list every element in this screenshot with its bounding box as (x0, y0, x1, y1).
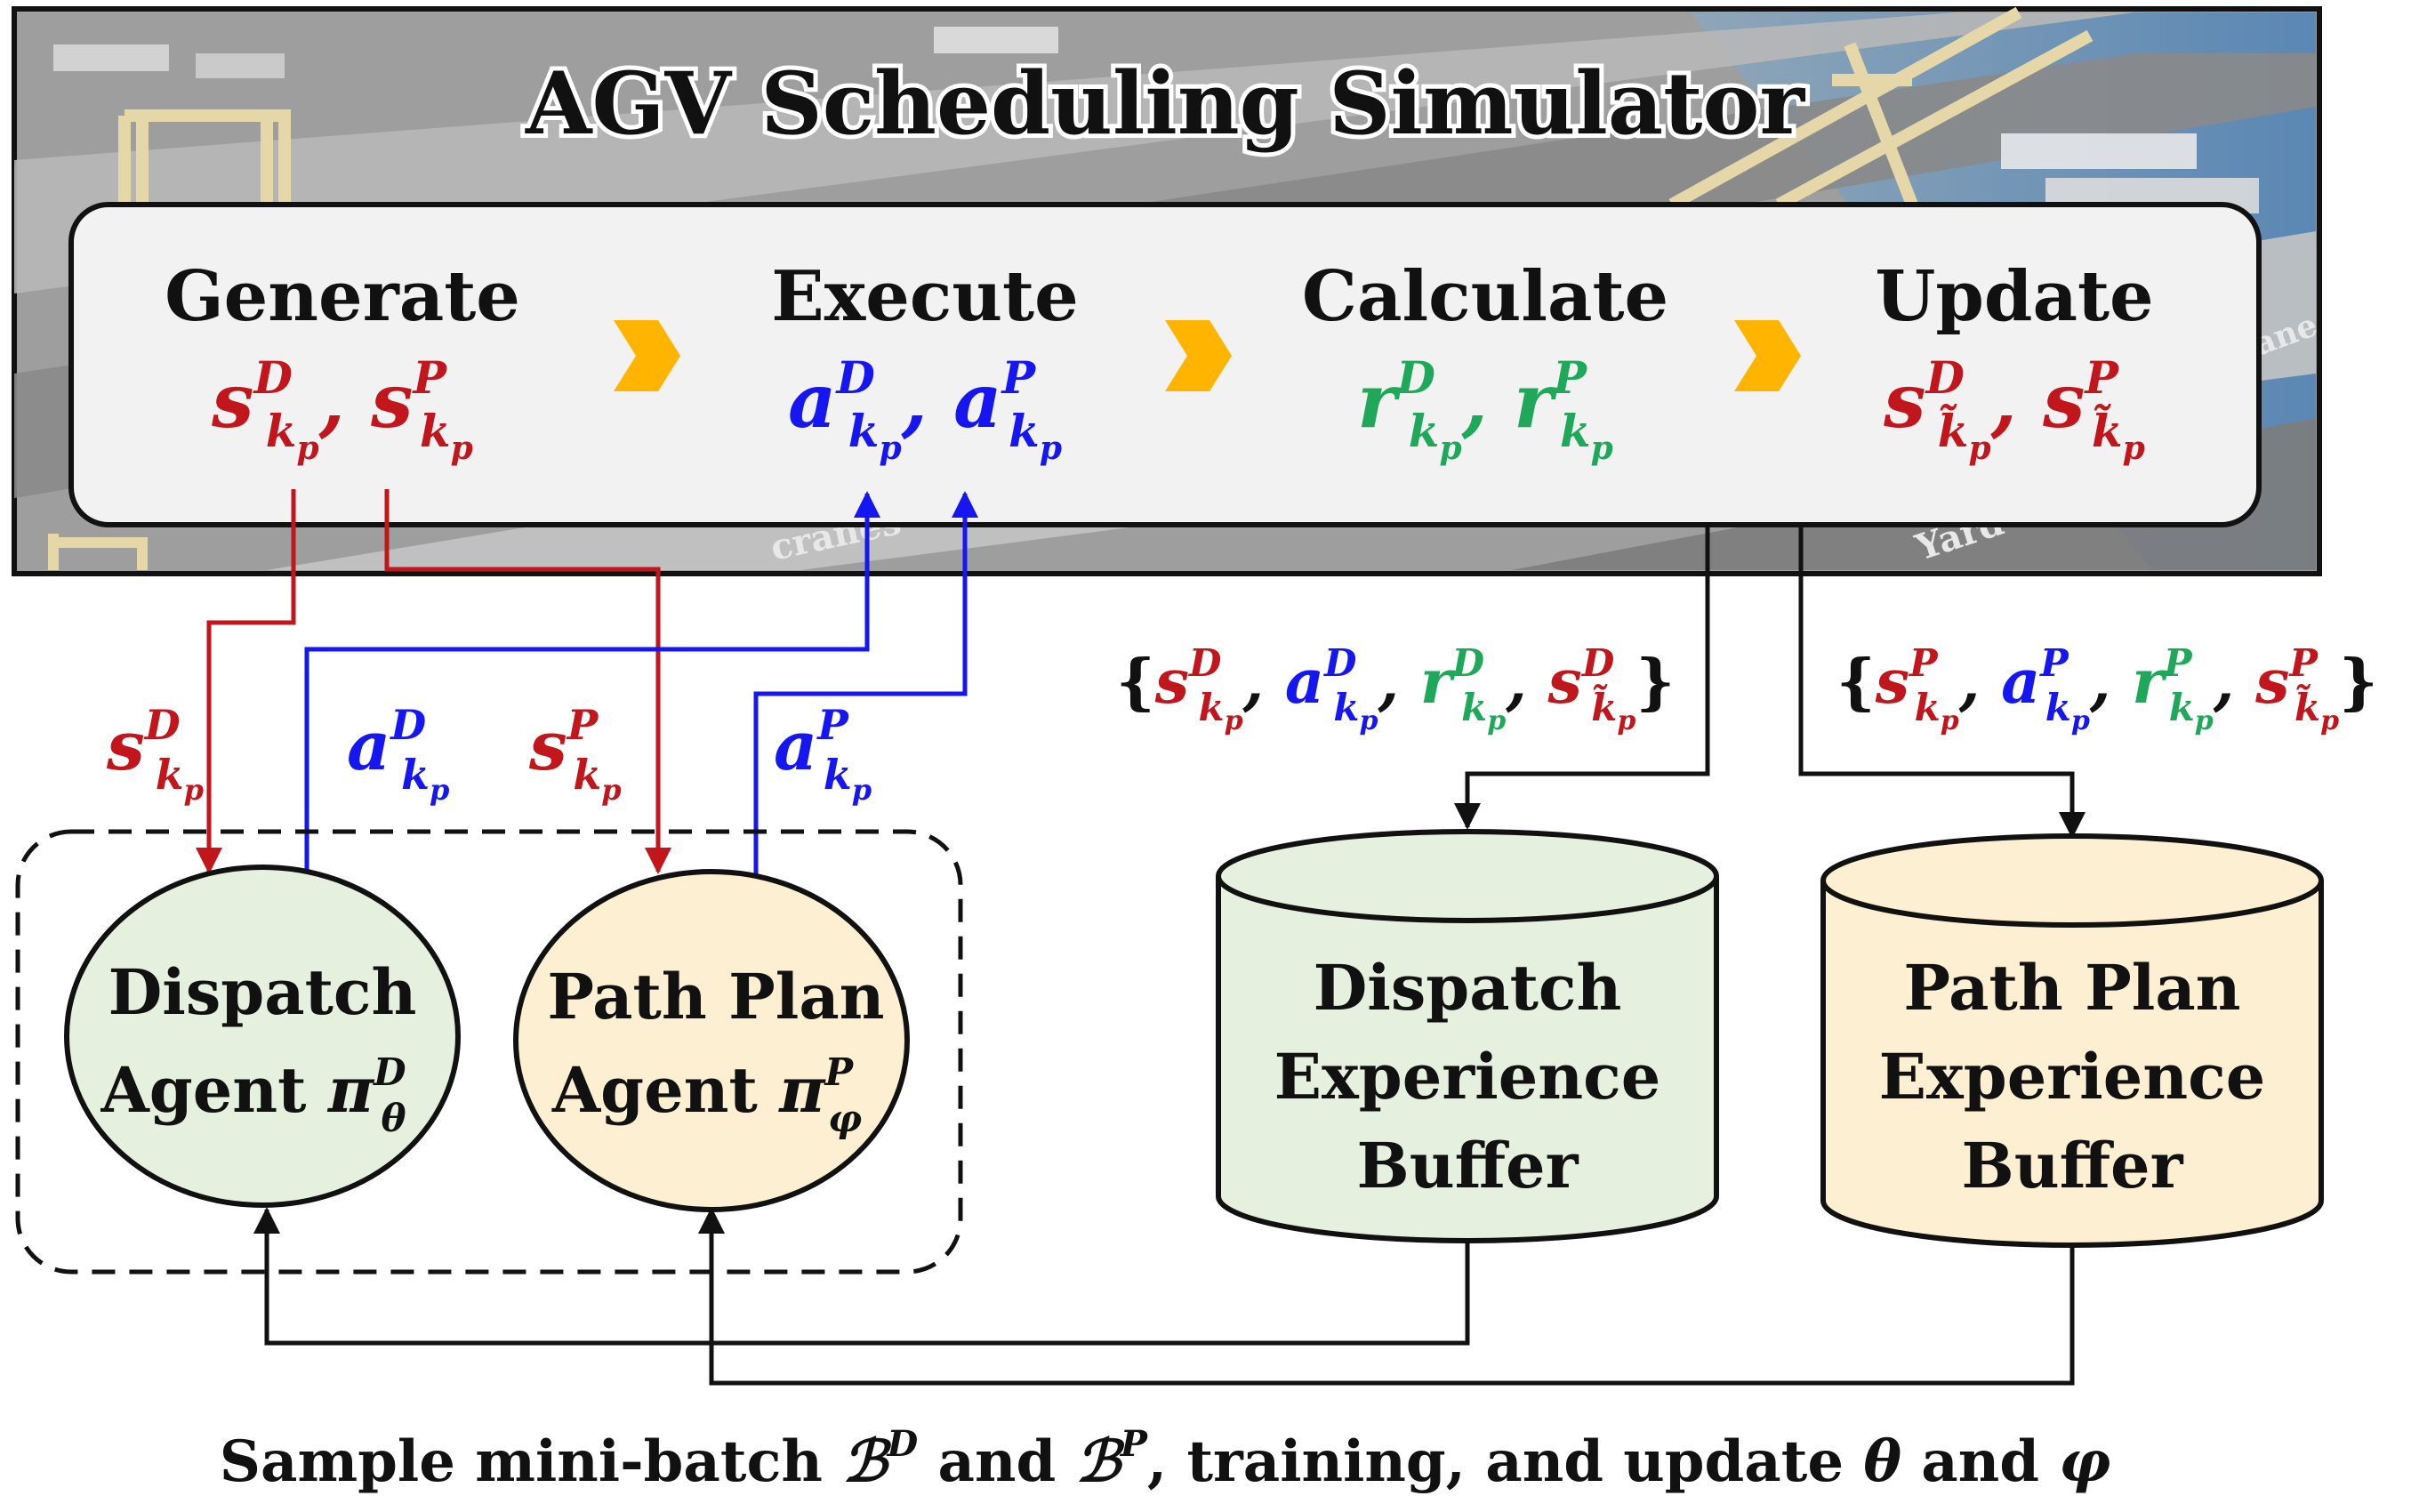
dispatch-buffer-line2: Experience (1274, 1040, 1661, 1114)
simulator-panel: cranes Yard ane AGV Scheduling Simulator (12, 6, 2322, 576)
arrow-to-pathplan-buffer (1798, 525, 2086, 839)
crane-bottom-left (48, 534, 148, 570)
dispatch-agent-line1: Dispatch (108, 955, 417, 1029)
arrow-to-dispatch-buffer (1454, 525, 1710, 830)
agents-group-box (15, 829, 963, 1275)
step-label: Update (1875, 256, 2153, 337)
simulator-title: AGV Scheduling Simulator (525, 53, 1805, 154)
step-arrow-icon (1734, 320, 1801, 391)
pathplan-agent-line1: Path Plan (547, 960, 884, 1033)
pathplan-buffer: Path Plan Experience Buffer (1820, 833, 2324, 1248)
arrow-action-pathplan (753, 491, 978, 885)
dispatch-buffer-line3: Buffer (1357, 1129, 1579, 1202)
step-arrow-icon (1165, 320, 1232, 391)
arrow-pathplan-feedback (698, 1207, 2075, 1386)
process-box (68, 202, 2262, 527)
step-label: Generate (165, 256, 520, 337)
pathplan-buffer-line1: Path Plan (1903, 951, 2240, 1025)
pathplan-buffer-line3: Buffer (1962, 1129, 2184, 1202)
dispatch-buffer: Dispatch Experience Buffer (1216, 829, 1719, 1243)
flow-arrows (196, 489, 2086, 1386)
dispatch-buffer-line1: Dispatch (1314, 951, 1622, 1025)
caption: Sample mini-batch ℬD and ℬP, training, a… (220, 1423, 2111, 1495)
arrow-dispatch-feedback (253, 1207, 1470, 1346)
pathplan-buffer-line2: Experience (1879, 1040, 2266, 1114)
arrow-state-pathplan (384, 489, 671, 874)
step-arrow-icon (614, 320, 680, 391)
arrow-state-dispatch (196, 489, 296, 874)
step-label: Calculate (1302, 256, 1668, 337)
crane-right (1668, 6, 2094, 211)
arrow-action-dispatch (304, 491, 880, 885)
step-label: Execute (771, 256, 1078, 337)
